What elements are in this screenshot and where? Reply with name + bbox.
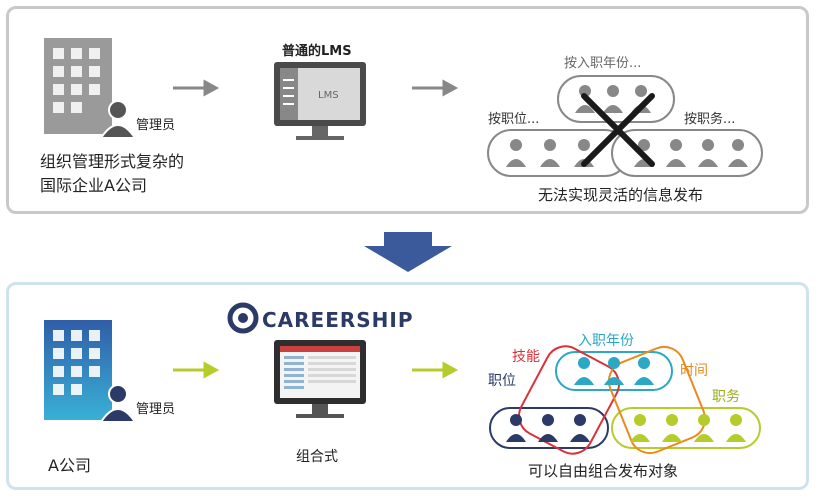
label-join-year: 入职年份 [578, 333, 634, 349]
careership-state-panel [6, 282, 809, 490]
admin-person-blue-icon [99, 384, 137, 423]
company-label-line1: 组织管理形式复杂的 [40, 152, 185, 171]
group-position-navy [489, 407, 609, 449]
group-duty-green [611, 407, 761, 449]
group-join-year-people [575, 85, 651, 113]
group-duty-people [634, 139, 748, 167]
group-join-year-teal [555, 351, 673, 391]
transition-arrow-icon [364, 232, 452, 272]
lms-monitor-icon [274, 62, 366, 140]
current-state-panel [6, 6, 809, 214]
group-time-orange [607, 345, 707, 455]
top-caption: 无法实现灵活的信息发布 [538, 186, 704, 204]
admin-label-bottom: 管理员 [136, 402, 176, 417]
admin-person-icon [99, 100, 137, 139]
bottom-caption: 可以自由组合发布对象 [528, 462, 679, 480]
admin-label: 管理员 [136, 118, 176, 133]
building-gray-icon [44, 38, 112, 134]
lms-title: 普通的LMS [282, 44, 352, 59]
flow-arrow-icon [173, 79, 459, 97]
company-label-line2: 国际企业A公司 [40, 176, 147, 195]
flow-arrow-green-icon [173, 361, 459, 379]
label-time: 时间 [680, 363, 708, 379]
label-skill: 技能 [512, 349, 540, 365]
navy-people-icons [506, 414, 590, 442]
label-duty: 职务 [712, 389, 740, 405]
company-label-bottom: A公司 [48, 456, 91, 475]
careership-brand: CAREERSHIP [262, 308, 414, 332]
teal-people-icons [574, 357, 654, 385]
careership-logo-icon [227, 302, 259, 334]
group-skill-red [518, 345, 620, 455]
system-caption: 组合式 [296, 449, 338, 465]
lms-screen-text: LMS [318, 90, 339, 101]
building-blue-icon [44, 320, 112, 420]
cross-icon [581, 93, 655, 167]
careership-monitor-icon [274, 340, 366, 418]
group-join-year-label: 按入职年份... [564, 56, 642, 71]
group-position-label: 按职位... [488, 112, 540, 127]
group-duty-label: 按职务... [684, 112, 736, 127]
label-position: 职位 [488, 373, 516, 389]
green-people-icons [630, 414, 746, 442]
